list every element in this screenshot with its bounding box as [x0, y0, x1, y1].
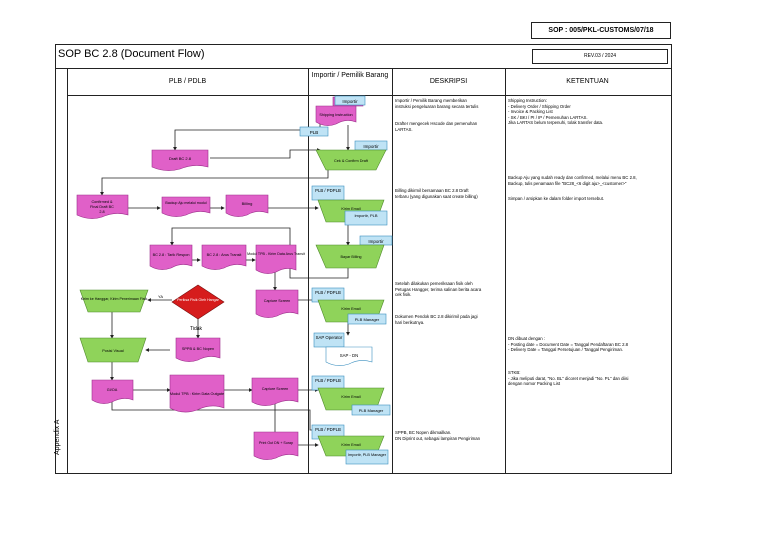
col-header-plb: PLB / PDLB [168, 78, 207, 85]
print-out-label: Print Out DN + Surap [259, 441, 293, 445]
backup-aju-doc [161, 196, 211, 217]
cek-confirm-draft-step [315, 149, 387, 171]
modul-tpb-label: Modul TPB - Kirim Data Arus Transit [247, 252, 305, 256]
kirim-email-1-label: Kirim Email [341, 207, 360, 211]
desc-pendok: Dokumen Pendok BC 2.8 dikirimil pada jag… [395, 314, 478, 325]
ketentuan-stkb: STKB: - Jika meliputi darat, "No. BL" di… [508, 370, 629, 387]
plb-manager-2-label: PLB Manager [359, 408, 384, 413]
deskripsi-ketentuan-divider [505, 68, 506, 473]
plb-pdplb-tag-1-label: PLB / PDPLB [315, 188, 341, 193]
bayar-billing-label: Bayar Billing [340, 255, 361, 259]
diagram-frame [55, 44, 672, 474]
plb-tag-label: PLB [310, 130, 319, 135]
tidak-label: Tidak [190, 326, 203, 332]
col-header-importir: Importir / Pemilik Barang [311, 72, 389, 79]
gi-oa-doc [91, 379, 134, 404]
kirim-email-3-label: Kirim Email [341, 395, 360, 399]
arus-transit-doc [201, 244, 247, 270]
capture-screen-1-label: Capture Screen [264, 299, 291, 303]
ketentuan-backup-aju: Backup Aju yang sudah ready dan confirme… [508, 175, 637, 186]
billing-label: Billing [242, 201, 253, 206]
header-divider [67, 95, 671, 96]
importir-deskripsi-divider [392, 68, 393, 473]
kirim-email-4-label: Kirim Email [341, 443, 360, 447]
appendix-divider [67, 68, 68, 473]
revision-box: REV.03 / 2024 [532, 49, 668, 64]
gi-oa-label: GI/OA [107, 388, 118, 392]
capture-screen-2-label: Capture Screen [262, 387, 289, 391]
sap-dn-doc [325, 346, 373, 366]
importir-tag-top-blue [334, 95, 366, 106]
importir-plb-manager-label: Importir, PLB Manager [348, 453, 387, 457]
desc-hscode-check: Drafter mengecek Hscode dan pemenuhan LA… [395, 121, 478, 132]
posisi-visual-label: Posisi Visual [102, 349, 124, 353]
plb-pdplb-tag-4-label: PLB / PDPLB [315, 427, 341, 432]
tarik-respon-label: BC 2.8 : Tarik Respon [153, 253, 190, 257]
tarik-respon-doc [149, 244, 193, 270]
desc-cek-fisik: Setelah dilakukan pemeriksaan fisik oleh… [395, 281, 482, 298]
modul-tpb-outgate-doc [169, 374, 225, 413]
sop-code-box: SOP : 005/PKL-CUSTOMS/07/18 [531, 22, 671, 39]
desc-billing: Billing dikirmil bersamaan BC 2.8 Draft … [395, 188, 478, 199]
modul-tpb-outgate-label: Modul TPB : Kirim Data Outgate [170, 392, 224, 396]
desc-shipping-instruction: Importir / Pemilik Barang memberikan ins… [395, 98, 479, 109]
connectors [100, 115, 350, 447]
page-title: SOP BC 2.8 (Document Flow) [58, 48, 205, 60]
plb-manager-tag-2 [351, 404, 391, 416]
importir-tag-3-label: Importir [368, 239, 384, 244]
capture-screen-doc-1 [255, 289, 299, 318]
col-header-ketentuan: KETENTUAN [566, 78, 609, 85]
ketentuan-shipping-instruction: Shipping Instruction: - Delivery Order /… [508, 98, 604, 126]
plb-manager-1-label: PLB Manager [355, 317, 380, 322]
desc-sppb: SPPB, BC Nopen dikmailkan. DN Diprint ou… [395, 430, 481, 441]
plb-tag [299, 126, 329, 137]
sap-dn-label: SAP - DN [340, 353, 359, 358]
posisi-visual-step [79, 337, 147, 363]
importir-tag-2-label: Importir [363, 144, 379, 149]
backup-aju-label: Backup Aju melalui modul [165, 201, 206, 205]
importir-plb-label: Importir, PLB [354, 213, 377, 218]
plb-manager-tag-1 [347, 313, 387, 325]
cek-confirm-draft-label: Cek & Confirm Draft [334, 159, 369, 163]
arus-transit-label: BC 2.8 : Arus Transit [207, 253, 243, 257]
shipping-instruction-label: Shipping Instruction [319, 113, 352, 117]
importir-plb-tag [344, 210, 388, 226]
ya-label: YA [158, 294, 163, 299]
draft-bc-doc [151, 149, 209, 171]
confirmed-final-doc [76, 194, 129, 219]
kirim-email-2-label: Kirim Email [341, 307, 360, 311]
periksa-fisik-label: Periksa Fisik Oleh Hangar [177, 298, 220, 302]
billing-doc [225, 194, 269, 217]
plb-importir-divider [308, 68, 309, 473]
sppb-nopen-label: SPPB & BC Nopen [182, 347, 214, 351]
plb-pdplb-tag-3-label: PLB / PDPLB [315, 378, 341, 383]
plb-pdplb-tag-2-label: PLB / PDPLB [315, 290, 341, 295]
shipping-instruction-doc [315, 105, 357, 126]
importir-plb-manager-tag [345, 449, 389, 465]
draft-bc-label: Draft BC 2.8 [169, 156, 192, 161]
importir-tag-top-label: Importir [342, 99, 358, 104]
col-header-deskripsi: DESKRIPSI [429, 78, 468, 85]
sppb-nopen-doc [175, 337, 221, 362]
ketentuan-dn: DN dibuat dengan : - Posting date = Docu… [508, 336, 629, 353]
title-divider [55, 68, 671, 69]
capture-screen-doc-2 [251, 377, 299, 406]
periksa-fisik-decision [171, 284, 225, 320]
modul-tpb-doc [255, 244, 297, 274]
print-out-doc [253, 431, 299, 460]
bayar-billing-step [315, 244, 385, 269]
kirim-hanggar-label: Kirim ke Hanggar, Kirim Penerimaan Fisik [81, 297, 148, 301]
ketentuan-simpan: Simpan / arsipkan ke dalam folder import… [508, 196, 605, 201]
sap-operator-label: SAP Operator [316, 335, 343, 340]
kirim-hanggar-step [79, 289, 149, 313]
